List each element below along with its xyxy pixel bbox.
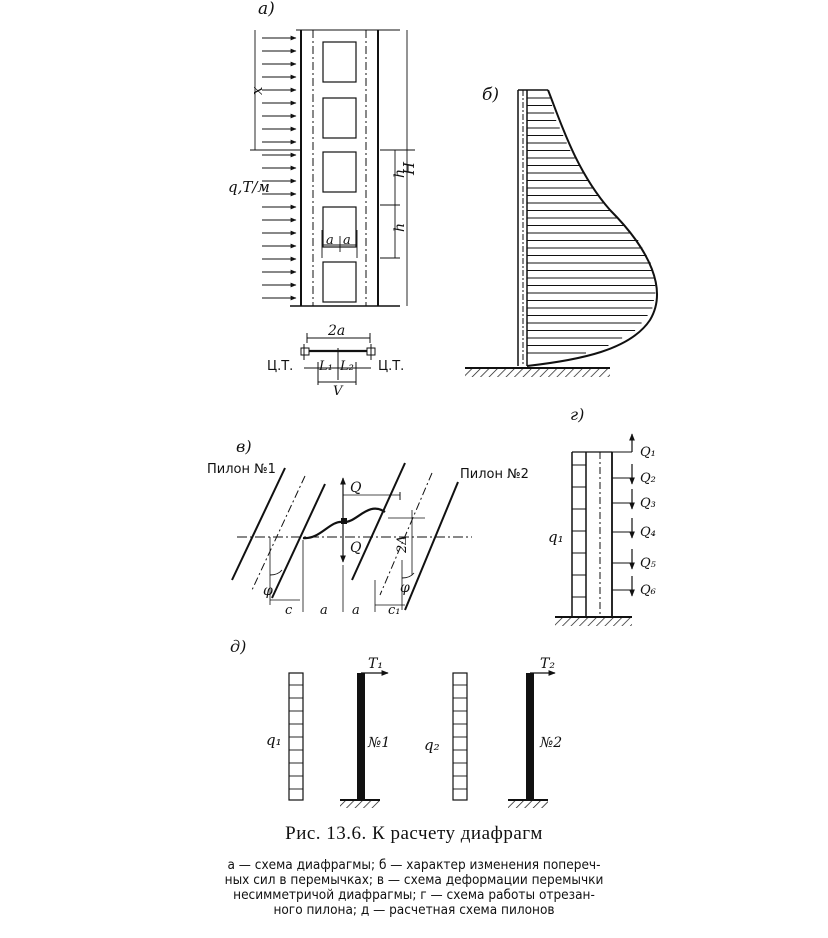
- column-2: [508, 670, 556, 808]
- load-ladder: [572, 464, 586, 598]
- panel-g: г) Q₁ Q₂ Q₃ Q₄ Q₅ Q₆ q₁: [548, 405, 657, 626]
- T2-label: T₂: [540, 656, 555, 672]
- panel-d-tag: д): [230, 637, 246, 656]
- delta-label: 2Δ: [395, 535, 410, 554]
- figure-caption-text: а — схема диафрагмы; б — характер измене…: [0, 858, 828, 918]
- strip-outline: [452, 672, 468, 801]
- force-label-4: Q₄: [640, 525, 656, 540]
- caption-line-3: несимметричой диафрагмы; г — схема работ…: [233, 887, 595, 903]
- N1-label: №1: [367, 735, 390, 751]
- shear-force-diagram: [517, 89, 658, 367]
- lintel-forces: Q₁ Q₂ Q₃ Q₄ Q₅ Q₆: [612, 433, 657, 598]
- load-strip-2: [452, 672, 468, 801]
- opening: [322, 97, 357, 139]
- column-1: [340, 670, 389, 808]
- a-label-v-left: a: [320, 603, 328, 618]
- ground-hatch-b: [465, 369, 610, 377]
- a-label-v-right: a: [352, 603, 360, 618]
- c-label: c: [285, 603, 293, 618]
- force-label-3: Q₃: [640, 496, 656, 511]
- phi-label-1: φ: [263, 583, 273, 599]
- T1-label: T₁: [368, 656, 383, 672]
- diaphragm-wall: [290, 29, 400, 307]
- plan-section: [300, 333, 376, 385]
- caption-line-4: ного пилона; д — расчетная схема пилонов: [273, 902, 555, 918]
- force-label-2: Q₂: [640, 471, 656, 486]
- panel-a-tag: а): [258, 0, 275, 19]
- caption-line-2: ных сил в перемычках; в — схема деформац…: [224, 872, 604, 888]
- pylon-2-label: Пилон №2: [460, 467, 529, 482]
- force-label-1: Q₁: [640, 445, 656, 460]
- c1-label: c₁: [388, 603, 401, 618]
- figure-caption-title: Рис. 13.6. К расчету диафрагм: [285, 823, 543, 844]
- panel-d: д) q₁ T₁ №1 q₂ T₂ №2: [230, 637, 562, 808]
- distributed-load-arrows: [262, 35, 297, 301]
- phi-label-2: φ: [400, 580, 410, 596]
- L1-label: L₁: [318, 359, 333, 374]
- H-dimension-label: H: [400, 161, 418, 176]
- pylon-1-label: Пилон №1: [207, 462, 276, 477]
- force-label-6: Q₆: [640, 583, 656, 598]
- ct-label-left: Ц.Т.: [267, 359, 293, 374]
- q1-label-g: q₁: [548, 528, 564, 546]
- load-strip-1: [288, 672, 304, 801]
- q-force-upper: Q: [350, 480, 362, 496]
- bottom-dimensions: [270, 540, 405, 612]
- opening: [322, 206, 357, 248]
- N2-label: №2: [539, 735, 562, 751]
- wall-openings: [322, 41, 357, 303]
- cut-pylon: [571, 451, 613, 617]
- panel-v-tag: в): [236, 437, 252, 456]
- q-force-lower: Q: [350, 540, 362, 556]
- lintel-center: [341, 518, 347, 524]
- caption-line-1: а — схема диафрагмы; б — характер измене…: [227, 857, 601, 873]
- panel-a: а) x q,T/м h: [228, 0, 418, 399]
- ct-label-right: Ц.Т.: [378, 359, 404, 374]
- strip-outline: [288, 672, 304, 801]
- h-dimension-label-2: h: [392, 223, 408, 232]
- h-dimension-label-1: h: [392, 169, 408, 178]
- q1-label-d: q₁: [266, 731, 282, 749]
- a-label-right: a: [343, 233, 351, 248]
- panel-g-tag: г): [570, 405, 584, 424]
- pylon-2: [351, 462, 459, 611]
- opening: [322, 41, 357, 83]
- V-label: V: [333, 384, 344, 399]
- q2-label-d: q₂: [424, 736, 440, 754]
- two-a-label: 2a: [327, 323, 345, 339]
- panel-b: б): [465, 85, 658, 377]
- dimension-lines: [250, 30, 415, 306]
- a-label-left: a: [326, 233, 334, 248]
- load-label: q,T/м: [228, 178, 270, 196]
- pylon-1: [231, 467, 326, 599]
- L2-label: L₂: [339, 359, 354, 374]
- opening: [322, 261, 357, 303]
- panel-b-tag: б): [482, 85, 499, 105]
- panel-v: в) Пилон №1 Пилон №2 Q Q 2Δ: [207, 437, 529, 618]
- opening: [322, 151, 357, 193]
- ground-hatch-g: [555, 618, 632, 626]
- force-label-5: Q₅: [640, 556, 657, 571]
- x-dimension-label: x: [248, 86, 266, 95]
